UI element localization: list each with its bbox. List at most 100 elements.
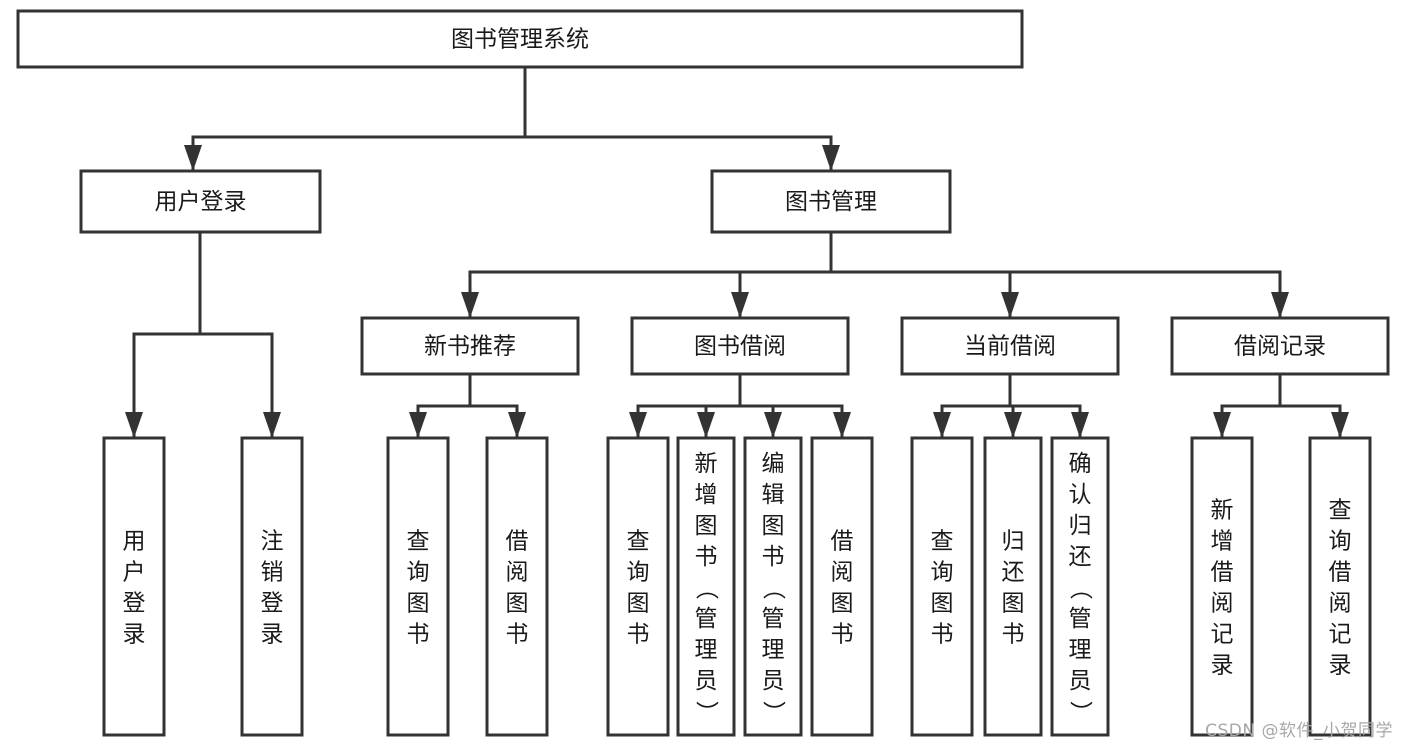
node-box-current-borrow[interactable] — [900, 316, 1120, 376]
node-label-char: 归 — [1002, 529, 1025, 555]
node-label-char: 登 — [123, 591, 146, 617]
node-box-leaf-add-borrow-record[interactable] — [1190, 436, 1254, 737]
arrow-head-icon — [1271, 292, 1289, 318]
node-label-char: 录 — [1329, 653, 1352, 679]
node-label-current-borrow: 当前借阅 — [964, 334, 1056, 360]
node-label-char: 询 — [627, 560, 650, 586]
node-box-leaf-add-book-admin[interactable] — [676, 436, 736, 737]
arrow-head-icon — [263, 412, 281, 438]
node-label-char: 管 — [762, 606, 785, 632]
node-label-char: 注 — [261, 529, 284, 555]
node-label-char: 编 — [762, 451, 785, 477]
arrow-head-icon — [1213, 412, 1231, 438]
connector-edges-layer — [125, 65, 1349, 439]
arrow-head-icon — [461, 292, 479, 318]
node-label-char: （ — [693, 577, 719, 600]
node-label-char: ） — [1067, 701, 1093, 724]
node-box-book-borrow[interactable] — [630, 316, 850, 376]
node-box-leaf-user-logout[interactable] — [240, 436, 304, 737]
node-box-leaf-confirm-return-admin[interactable] — [1050, 436, 1110, 737]
node-label-char: 新 — [695, 451, 718, 477]
node-box-leaf-query-book-current[interactable] — [910, 436, 974, 737]
node-box-leaf-query-book-borrow[interactable] — [606, 436, 670, 737]
node-borrow-records[interactable]: 借阅记录 — [1170, 316, 1390, 376]
node-book-borrow[interactable]: 图书借阅 — [630, 316, 850, 376]
arrow-head-icon — [697, 412, 715, 438]
node-label-char: 借 — [1329, 560, 1352, 586]
arrow-head-icon — [1331, 412, 1349, 438]
node-box-leaf-borrow-book-new[interactable] — [485, 436, 549, 737]
node-label-char: 询 — [1329, 529, 1352, 555]
node-label-char: 新 — [1211, 498, 1234, 524]
node-new-book-recommend[interactable]: 新书推荐 — [360, 316, 580, 376]
arrow-head-icon — [833, 412, 851, 438]
node-boxes-layer: 图书管理系统用户登录图书管理新书推荐图书借阅当前借阅借阅记录用户登录注销登录查询… — [16, 9, 1390, 737]
node-box-leaf-edit-book-admin[interactable] — [743, 436, 803, 737]
arrow-head-icon — [508, 412, 526, 438]
node-label-char: 图 — [831, 591, 854, 617]
node-user-login[interactable]: 用户登录 — [79, 169, 322, 234]
node-box-leaf-borrow-book[interactable] — [810, 436, 874, 737]
node-box-leaf-user-login[interactable] — [102, 436, 166, 737]
node-label-char: 书 — [1002, 622, 1025, 648]
node-label-char: 记 — [1329, 622, 1352, 648]
node-label-char: 图 — [407, 591, 430, 617]
node-box-leaf-query-borrow-record[interactable] — [1308, 436, 1372, 737]
node-root[interactable]: 图书管理系统 — [16, 9, 1024, 69]
arrow-head-icon — [184, 145, 202, 171]
node-label-char: 图 — [506, 591, 529, 617]
node-label-book-borrow: 图书借阅 — [694, 334, 786, 360]
arrow-head-icon — [731, 292, 749, 318]
node-box-new-book-recommend[interactable] — [360, 316, 580, 376]
arrow-head-icon — [629, 412, 647, 438]
node-label-new-book-recommend: 新书推荐 — [424, 334, 516, 360]
node-label-char: 查 — [931, 529, 954, 555]
node-label-char: 归 — [1069, 513, 1092, 539]
node-label-char: 增 — [695, 482, 718, 508]
node-label-char: 阅 — [506, 560, 529, 586]
node-box-root[interactable] — [16, 9, 1024, 69]
node-book-management[interactable]: 图书管理 — [710, 169, 952, 234]
node-label-char: 阅 — [1329, 591, 1352, 617]
node-box-leaf-query-book-new[interactable] — [386, 436, 450, 737]
node-label-char: 查 — [627, 529, 650, 555]
node-label-char: 员 — [695, 668, 718, 694]
node-label-char: 借 — [1211, 560, 1234, 586]
node-label-char: 销 — [261, 560, 284, 586]
node-leaf-user-login[interactable]: 用户登录 — [102, 436, 166, 737]
node-label-char: 增 — [1211, 529, 1234, 555]
node-label-char: 登 — [261, 591, 284, 617]
node-label-char: 理 — [1069, 637, 1092, 663]
node-label-char: ） — [693, 701, 719, 724]
node-label-char: 书 — [831, 622, 854, 648]
node-label-char: 记 — [1211, 622, 1234, 648]
node-label-char: 确 — [1069, 451, 1092, 477]
node-box-user-login[interactable] — [79, 169, 322, 234]
node-box-leaf-return-book[interactable] — [983, 436, 1043, 737]
node-label-char: 图 — [1002, 591, 1025, 617]
node-label-char: 书 — [762, 544, 785, 570]
arrow-head-icon — [764, 412, 782, 438]
node-label-char: 阅 — [1211, 591, 1234, 617]
node-box-borrow-records[interactable] — [1170, 316, 1390, 376]
node-label-char: 图 — [931, 591, 954, 617]
node-current-borrow[interactable]: 当前借阅 — [900, 316, 1120, 376]
node-label-char: 借 — [831, 529, 854, 555]
node-label-root: 图书管理系统 — [451, 27, 589, 53]
node-box-book-management[interactable] — [710, 169, 952, 234]
node-label-char: 询 — [407, 560, 430, 586]
